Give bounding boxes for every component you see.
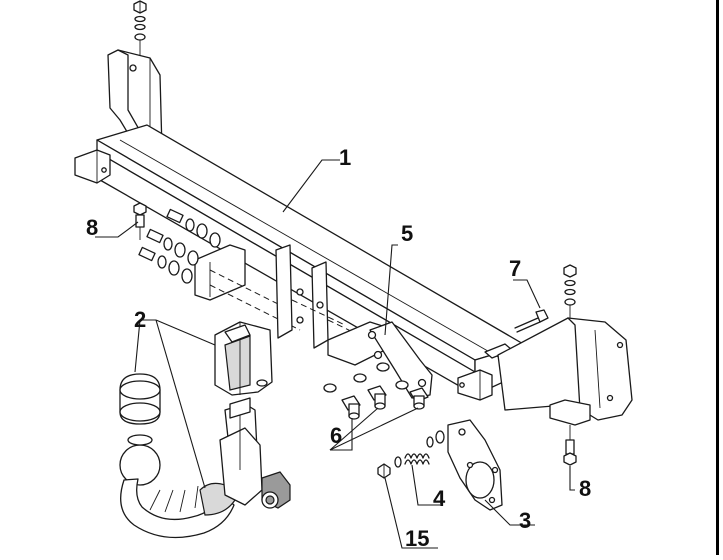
left-bolt-row-1 xyxy=(166,208,221,248)
bolt-6c xyxy=(409,387,429,410)
lock-mechanism xyxy=(219,397,291,509)
spring-washer-4 xyxy=(394,430,445,468)
tow-ball-neck xyxy=(119,434,236,539)
ball-mount-bracket-5 xyxy=(327,321,433,399)
right-bottom-bolt xyxy=(563,425,577,466)
leader-lines xyxy=(95,159,575,549)
ball-cover-cap xyxy=(119,373,161,425)
right-edge-border xyxy=(716,0,719,555)
part-label-7: 7 xyxy=(509,256,522,281)
part-label-6: 6 xyxy=(330,423,343,448)
main-beam xyxy=(74,124,526,401)
part-label-2: 2 xyxy=(134,307,147,332)
part-label-3: 3 xyxy=(519,508,532,533)
part-label-8-right: 8 xyxy=(579,476,592,501)
part-label-15: 15 xyxy=(405,526,430,551)
central-hanger-plates xyxy=(275,244,381,349)
bolt-6b xyxy=(367,385,387,410)
left-top-bolt-stack xyxy=(133,0,147,60)
nut-15 xyxy=(377,463,391,479)
left-bolt-row-3 xyxy=(138,246,193,284)
part-label-1: 1 xyxy=(339,145,352,170)
towball-mount-block xyxy=(214,321,273,396)
left-bolt-row-2 xyxy=(146,228,199,266)
part-label-8-left: 8 xyxy=(86,215,99,240)
right-side-plate xyxy=(497,317,633,426)
right-top-bolt-stack xyxy=(563,264,577,318)
socket-plate-3 xyxy=(447,419,503,511)
bolt-6a xyxy=(341,395,361,420)
left-hanger-assembly xyxy=(138,208,301,331)
part-label-5: 5 xyxy=(401,221,414,246)
left-bottom-bolt xyxy=(133,202,147,240)
bolts-6 xyxy=(323,362,429,420)
bolt-7 xyxy=(514,309,549,333)
part-label-4: 4 xyxy=(433,486,446,511)
